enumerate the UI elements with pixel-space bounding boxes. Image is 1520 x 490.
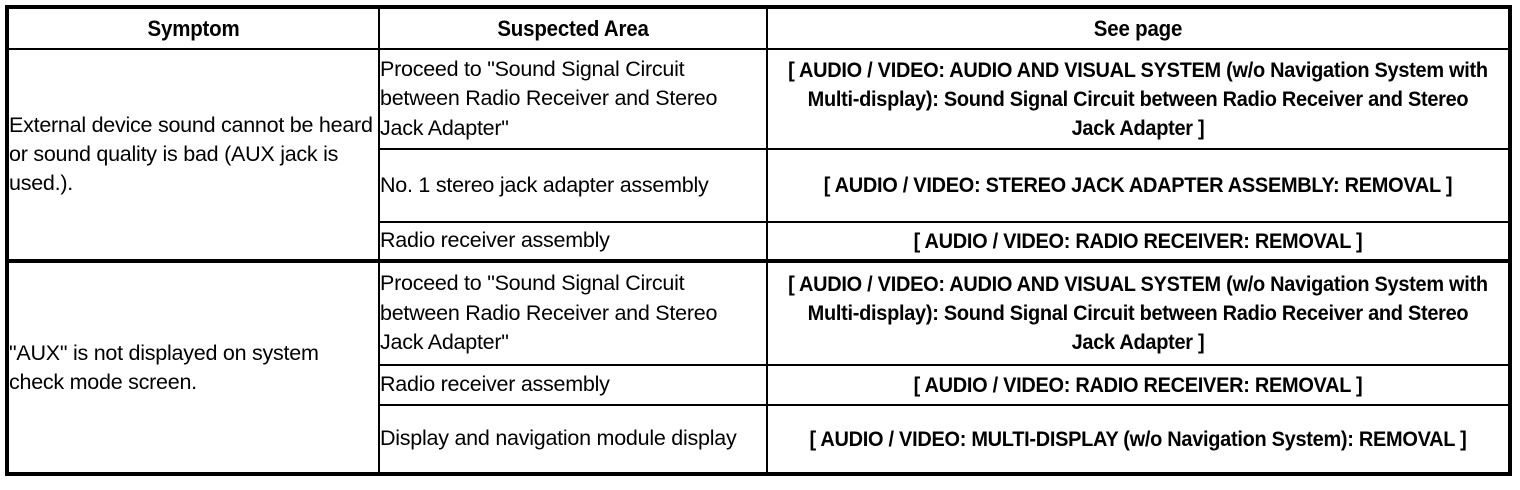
column-header-suspected-area: Suspected Area [378,6,768,50]
see-page-cell: [ AUDIO / VIDEO: STEREO JACK ADAPTER ASS… [766,148,1511,223]
symptom-text: External device sound cannot be heard or… [9,113,373,195]
table-row: No. 1 stereo jack adapter assembly [ AUD… [7,148,1511,223]
see-page-text: [ AUDIO / VIDEO: STEREO JACK ADAPTER ASS… [823,174,1453,197]
see-page-text: [ AUDIO / VIDEO: RADIO RECEIVER: REMOVAL… [913,229,1363,253]
symptom-cell-group-2: "AUX" is not displayed on system check m… [6,259,380,475]
see-page-cell: [ AUDIO / VIDEO: AUDIO AND VISUAL SYSTEM… [766,48,1511,150]
see-page-cell: [ AUDIO / VIDEO: MULTI-DISPLAY (w/o Navi… [766,404,1511,475]
table-row: Radio receiver assembly [ AUDIO / VIDEO:… [7,221,1511,262]
suspected-area-cell: Radio receiver assembly [378,221,768,262]
table-row: External device sound cannot be heard or… [6,48,1511,262]
see-page-cell: [ AUDIO / VIDEO: RADIO RECEIVER: REMOVAL… [766,221,1511,262]
table-row: Display and navigation module display [ … [7,404,1511,475]
column-header-suspected-area-label: Suspected Area [497,15,649,41]
suspected-area-text: Proceed to "Sound Signal Circuit between… [380,56,718,140]
table-body: External device sound cannot be heard or… [6,48,1511,475]
table-header: Symptom Suspected Area See page [6,6,1511,50]
see-page-text: [ AUDIO / VIDEO: MULTI-DISPLAY (w/o Navi… [809,427,1467,451]
symptom-text: "AUX" is not displayed on system check m… [9,340,319,394]
suspected-area-cell: Radio receiver assembly [378,364,768,406]
suspected-area-cell: Proceed to "Sound Signal Circuit between… [378,259,768,366]
suspected-area-cell: No. 1 stereo jack adapter assembly [378,148,768,223]
column-header-see-page: See page [766,6,1511,50]
suspected-area-text: Proceed to "Sound Signal Circuit between… [380,271,718,355]
suspected-area-cell: Proceed to "Sound Signal Circuit between… [378,48,768,150]
column-header-symptom-label: Symptom [147,15,240,41]
suspected-area-text: Display and navigation module display [380,426,737,451]
suspected-area-cell: Display and navigation module display [378,404,768,475]
see-page-text: [ AUDIO / VIDEO: AUDIO AND VISUAL SYSTEM… [788,58,1488,140]
suspected-area-text: No. 1 stereo jack adapter assembly [380,172,709,197]
column-header-see-page-label: See page [1093,15,1183,41]
see-page-cell: [ AUDIO / VIDEO: RADIO RECEIVER: REMOVAL… [766,364,1511,406]
suspected-area-text: Radio receiver assembly [380,372,610,397]
see-page-text: [ AUDIO / VIDEO: RADIO RECEIVER: REMOVAL… [913,373,1363,397]
symptom-cell-group-1: External device sound cannot be heard or… [6,48,380,262]
header-row: Symptom Suspected Area See page [6,6,1511,50]
column-header-symptom: Symptom [6,6,380,50]
table-row: Radio receiver assembly [ AUDIO / VIDEO:… [7,364,1511,406]
suspected-area-text: Radio receiver assembly [380,228,610,253]
symptom-diagnosis-table: Symptom Suspected Area See page External… [5,5,1512,476]
see-page-cell: [ AUDIO / VIDEO: AUDIO AND VISUAL SYSTEM… [766,259,1511,366]
see-page-text: [ AUDIO / VIDEO: AUDIO AND VISUAL SYSTEM… [788,273,1488,354]
table-row: "AUX" is not displayed on system check m… [6,259,1511,475]
